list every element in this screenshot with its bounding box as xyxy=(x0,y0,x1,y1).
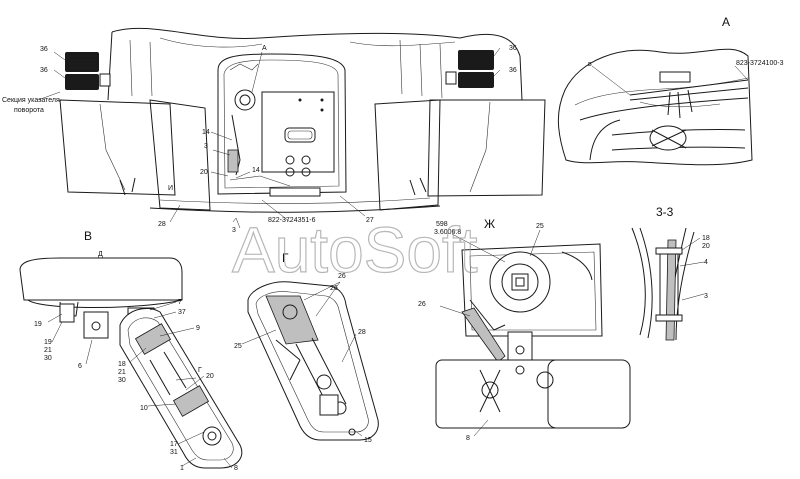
label-598-sub: 3.6006.8 xyxy=(434,229,461,236)
label-36-d: 36 xyxy=(509,67,517,74)
label-8-b: 8 xyxy=(466,435,470,442)
label-side-signal-1: Секция указателя xyxy=(2,97,60,104)
label-6: 6 xyxy=(78,363,82,370)
label-19-b: 19 xyxy=(44,339,52,346)
label-3-b: 3 xyxy=(232,227,236,234)
label-30-b: 30 xyxy=(118,377,126,384)
section-3-3 xyxy=(631,227,705,341)
main-rear-view xyxy=(37,27,546,229)
label-598: 598 xyxy=(436,221,448,228)
label-28-b: 28 xyxy=(358,329,366,336)
label-36-c: 36 xyxy=(509,45,517,52)
label-g-small: Г xyxy=(198,367,202,374)
label-25-b: 25 xyxy=(234,343,242,350)
label-side-signal-2: поворота xyxy=(14,107,44,114)
view-zh-title: Ж xyxy=(484,217,495,231)
label-20-b: 20 xyxy=(206,373,214,380)
label-20: 20 xyxy=(200,169,208,176)
section-title: 3-3 xyxy=(656,205,674,219)
label-25-a: 25 xyxy=(536,223,544,230)
label-d: Д xyxy=(98,251,103,258)
view-b xyxy=(19,257,243,469)
label-i: И xyxy=(168,185,173,192)
label-21: 21 xyxy=(44,347,52,354)
label-10: 10 xyxy=(140,405,148,412)
label-a-mark: А xyxy=(262,45,267,52)
label-8: 8 xyxy=(234,465,238,472)
label-3-c: 3 xyxy=(704,293,708,300)
label-9: 9 xyxy=(196,325,200,332)
label-14-b: 14 xyxy=(252,167,260,174)
label-part-823-3: 823-3724100-3 xyxy=(736,60,784,67)
view-a xyxy=(557,48,753,166)
label-18-a: 18 xyxy=(702,235,710,242)
view-zh xyxy=(435,229,631,437)
view-b-title: В xyxy=(84,229,92,243)
label-30: 30 xyxy=(44,355,52,362)
label-14-a: 14 xyxy=(202,129,210,136)
label-4: 4 xyxy=(704,259,708,266)
label-26-b: 26 xyxy=(330,285,338,292)
label-18-b: 18 xyxy=(118,361,126,368)
watermark: AutoSoft xyxy=(232,214,478,286)
view-g-title: Г xyxy=(282,251,289,265)
label-37: 37 xyxy=(178,309,186,316)
label-part-822-6: 822-3724351-6 xyxy=(268,217,316,224)
label-7: 7 xyxy=(178,299,182,306)
label-36-a: 36 xyxy=(40,46,48,53)
label-31: 31 xyxy=(170,449,178,456)
label-20-a: 20 xyxy=(702,243,710,250)
label-28: 28 xyxy=(158,221,166,228)
label-ref-v: в xyxy=(588,61,592,68)
label-1: 1 xyxy=(180,465,184,472)
label-21-b: 21 xyxy=(118,369,126,376)
label-15: 15 xyxy=(364,437,372,444)
view-a-title: А xyxy=(722,15,730,29)
label-26-a: 26 xyxy=(338,273,346,280)
label-19: 19 xyxy=(34,321,42,328)
label-17: 17 xyxy=(170,441,178,448)
label-36-b: 36 xyxy=(40,67,48,74)
label-27: 27 xyxy=(366,217,374,224)
view-g xyxy=(241,281,379,441)
label-3: 3 xyxy=(204,143,208,150)
label-26-c: 26 xyxy=(418,301,426,308)
